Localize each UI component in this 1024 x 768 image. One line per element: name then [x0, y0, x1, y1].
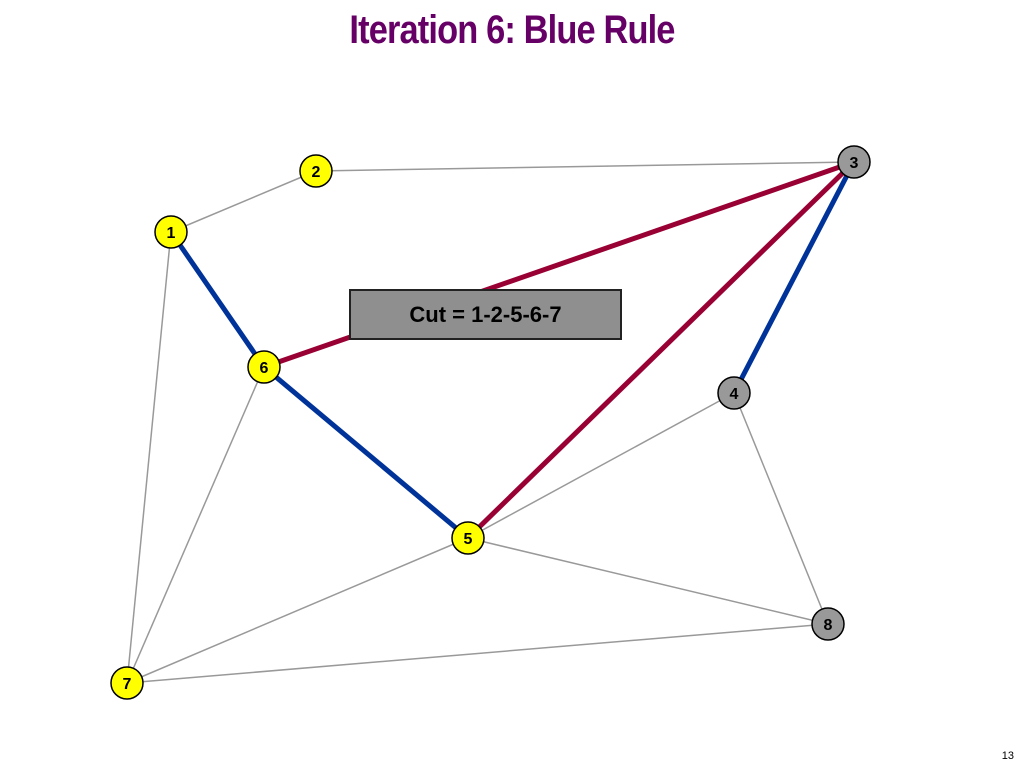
node-3: 3 — [837, 145, 871, 179]
edge-2-3 — [315, 161, 855, 172]
node-1-label: 1 — [167, 225, 176, 242]
node-2-label: 2 — [312, 164, 321, 181]
node-7-label: 7 — [123, 676, 132, 693]
cut-label-text: Cut = 1-2-5-6-7 — [409, 301, 562, 327]
edge-3-4 — [731, 160, 857, 395]
edge-5-7 — [126, 537, 469, 684]
node-6-circle — [247, 350, 281, 384]
edge-5-3 — [466, 160, 856, 540]
slide-title: Iteration 6: Blue Rule — [349, 8, 675, 52]
node-8-circle — [811, 607, 845, 641]
node-7: 7 — [110, 666, 144, 700]
edge-4-8 — [733, 392, 829, 625]
node-8-label: 8 — [824, 617, 833, 634]
page-number: 13 — [1001, 750, 1014, 762]
node-1: 1 — [154, 215, 188, 249]
node-6-label: 6 — [260, 360, 269, 377]
nodes-layer: 1 2 3 4 5 6 7 8 — [110, 145, 871, 700]
edge-1-2 — [170, 170, 317, 233]
edge-6-7 — [126, 366, 265, 684]
edge-7-8 — [126, 623, 829, 684]
edge-5-4 — [467, 392, 735, 539]
node-4-label: 4 — [730, 386, 739, 403]
node-3-circle — [837, 145, 871, 179]
node-4-circle — [717, 376, 751, 410]
edge-1-6 — [168, 230, 267, 369]
node-1-circle — [154, 215, 188, 249]
cut-label-box: Cut = 1-2-5-6-7 — [349, 289, 622, 340]
node-5-circle — [451, 521, 485, 555]
edge-1-7 — [126, 231, 172, 684]
edge-6-5 — [262, 365, 470, 540]
node-3-label: 3 — [850, 155, 859, 172]
node-5: 5 — [451, 521, 485, 555]
node-4: 4 — [717, 376, 751, 410]
edge-5-8 — [467, 537, 829, 625]
node-5-label: 5 — [464, 531, 473, 548]
node-6: 6 — [247, 350, 281, 384]
node-2: 2 — [299, 154, 333, 188]
node-2-circle — [299, 154, 333, 188]
node-8: 8 — [811, 607, 845, 641]
edges-layer — [126, 159, 857, 684]
node-7-circle — [110, 666, 144, 700]
